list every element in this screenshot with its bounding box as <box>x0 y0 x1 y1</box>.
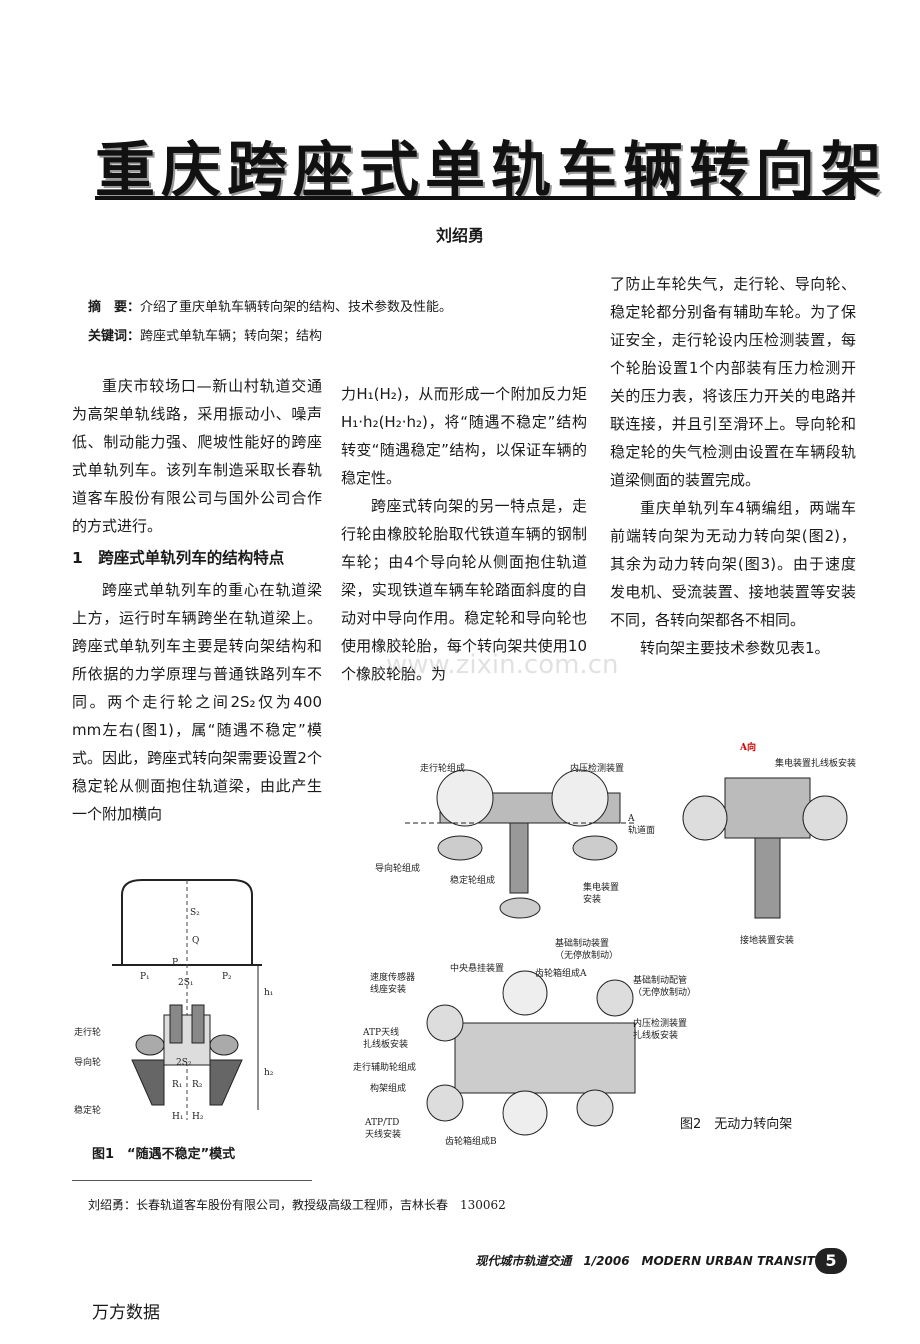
end-guide-wheel-right <box>802 795 848 841</box>
pressure-panel-label: 内压检测装置 <box>633 1017 687 1029</box>
col3-paragraph-1: 了防止车轮失气，走行轮、导向轮、稳定轮都分别备有辅助车轮。为了保证安全，走行轮设… <box>610 275 856 489</box>
P2-label: P₂ <box>222 972 232 982</box>
guide-wheel-rear <box>572 835 618 861</box>
page-number: 5 <box>815 1248 847 1274</box>
stable-wheel-label: 稳定轮组成 <box>450 874 495 886</box>
speed-sensor-label: 速度传感器 <box>370 971 415 983</box>
collector-label: 集电装置 <box>583 881 619 893</box>
walk-wheel-label: 走行轮组成 <box>420 762 465 774</box>
col2-paragraph-1: 力H₁(H₂)，从而形成一个附加反力矩H₁·h₂(H₂·h₂)，将“随遇不稳定”… <box>341 385 587 487</box>
end-view-frame <box>724 777 811 839</box>
top-guide-wheel-2 <box>426 1084 464 1122</box>
col1-paragraph-2: 跨座式单轨列车的重心在轨道梁上方，运行时车辆跨坐在轨道梁上。跨座式单轨列车主要是… <box>72 581 322 823</box>
walk-wheel-left <box>169 1004 183 1044</box>
col3-paragraph-2: 重庆单轨列车4辆编组，两端车前端转向架为无动力转向架(图2)，其余为动力转向架(… <box>610 499 856 629</box>
pressure-panel-sub-label: 扎线板安装 <box>633 1029 678 1041</box>
S2-label: S₂ <box>190 908 200 918</box>
journal-name: 现代城市轨道交通 1/2006 MODERN URBAN TRANSIT <box>475 1254 815 1268</box>
guide-wheel-right <box>209 1034 239 1056</box>
a-direction-label: A向 <box>739 741 756 753</box>
walk-wheel-rear <box>551 769 609 827</box>
brake-sub-label: （无停放制动） <box>555 949 618 961</box>
top-frame <box>454 1022 636 1094</box>
abstract-label: 摘 要： <box>88 300 141 315</box>
abstract: 摘 要：介绍了重庆单轨车辆转向架的结构、技术参数及性能。 <box>88 296 452 315</box>
col1-paragraph-1: 重庆市较场口—新山村轨道交通为高架单轨线路，采用振动小、噪声低、制动能力强、爬坡… <box>72 377 322 535</box>
paper-title: 重庆跨座式单轨车辆转向架 <box>95 136 887 206</box>
figure-1: 走行轮 导向轮 稳定轮 S₂ Q P P₁ P₂ 2S₁ 2S₂ h₁ h₂ R… <box>74 879 274 1122</box>
brake-label: 基础制动装置 <box>555 937 609 949</box>
author-footnote: 刘绍勇：长春轨道客车股份有限公司，教授级高级工程师，吉林长春 130062 <box>88 1198 506 1212</box>
end-post <box>754 837 781 919</box>
P-label: P <box>172 958 178 968</box>
stable-support-left <box>131 1059 165 1106</box>
frame-label: 构架组成 <box>370 1082 406 1094</box>
col2-paragraph-2: 跨座式转向架的另一特点是，走行轮由橡胶轮胎取代铁道车辆的钢制车轮；由4个导向轮从… <box>341 497 587 683</box>
atp-label: ATP天线 <box>362 1026 399 1038</box>
source-label: 万方数据 <box>92 1303 160 1323</box>
R2-label: R₂ <box>192 1080 203 1090</box>
abstract-text: 介绍了重庆单轨车辆转向架的结构、技术参数及性能。 <box>140 300 453 315</box>
2S1-label: 2S₁ <box>178 978 194 988</box>
keywords: 关键词：跨座式单轨车辆；转向架；结构 <box>88 325 322 344</box>
gearbox-a <box>502 970 548 1016</box>
stable-wheel <box>499 897 541 919</box>
pressure-label: 内压检测装置 <box>570 762 624 774</box>
figure-2-caption: 图2 无动力转向架 <box>680 1117 793 1132</box>
brake-pipe-label: 基础制动配管 <box>633 974 687 986</box>
section-heading-1: 1 跨座式单轨列车的结构特点 <box>72 549 285 567</box>
col3-paragraph-3: 转向架主要技术参数见表1。 <box>640 639 830 657</box>
guide-wheel-left <box>135 1034 165 1056</box>
keywords-label: 关键词： <box>88 329 141 344</box>
top-guide-wheel-1 <box>426 1004 464 1042</box>
guide-wheel-front <box>437 835 483 861</box>
rail-face-label: 轨道面 <box>628 824 655 836</box>
end-guide-wheel-left <box>682 795 728 841</box>
h1-label: h₁ <box>264 988 273 998</box>
atp-td-sub-label: 天线安装 <box>365 1128 401 1140</box>
column-2: 力H₁(H₂)，从而形成一个附加反力矩H₁·h₂(H₂·h₂)，将“随遇不稳定”… <box>341 380 587 688</box>
guide-wheel-label: 导向轮 <box>74 1056 101 1068</box>
walk-wheel-right <box>191 1004 205 1044</box>
walk-wheel-label: 走行轮 <box>74 1026 101 1038</box>
speed-sensor-sub-label: 线座安装 <box>370 983 406 995</box>
gearbox-b-label: 齿轮箱组成B <box>445 1135 497 1147</box>
atp-td-label: ATP/TD <box>364 1118 399 1128</box>
brake-pipe-sub-label: （无停放制动） <box>633 986 696 998</box>
watermark: www.zixin.com.cn <box>386 650 619 680</box>
top-guide-wheel-3 <box>596 979 634 1017</box>
stable-support-right <box>209 1059 243 1106</box>
collector-install-label: 安装 <box>583 893 601 905</box>
2S2-label: 2S₂ <box>176 1058 192 1068</box>
figure-1-caption: 图1 “随遇不稳定”模式 <box>92 1147 236 1162</box>
center-suspension-label: 中央悬挂装置 <box>450 962 504 974</box>
gearbox-a-label: 齿轮箱组成A <box>535 967 587 979</box>
ground-label: 接地装置安装 <box>740 934 794 946</box>
R1-label: R₁ <box>172 1080 182 1090</box>
center-post <box>509 822 529 894</box>
Q-label: Q <box>192 936 199 946</box>
h2-label: h₂ <box>264 1068 274 1078</box>
a-mark: A <box>627 814 635 824</box>
top-guide-wheel-4 <box>576 1089 614 1127</box>
figure-2: 走行轮组成 内压检测装置 A 轨道面 导向轮组成 稳定轮组成 集电装置 安装 A… <box>353 741 856 1147</box>
stable-wheel-label: 稳定轮 <box>74 1104 101 1116</box>
keywords-text: 跨座式单轨车辆；转向架；结构 <box>140 329 323 344</box>
title-rule <box>95 196 855 200</box>
P1-label: P₁ <box>140 972 150 982</box>
author-name: 刘绍勇 <box>435 226 484 245</box>
H1-label: H₁ <box>172 1112 183 1122</box>
walk-wheel-front <box>436 769 494 827</box>
gearbox-b <box>502 1090 548 1136</box>
column-3: 了防止车轮失气，走行轮、导向轮、稳定轮都分别备有辅助车轮。为了保证安全，走行轮设… <box>610 270 856 662</box>
collector-panel-label: 集电装置扎线板安装 <box>775 757 856 769</box>
aux-walk-label: 走行辅助轮组成 <box>353 1061 416 1073</box>
guide-wheel-label: 导向轮组成 <box>375 862 420 874</box>
column-1: 重庆市较场口—新山村轨道交通为高架单轨线路，采用振动小、噪声低、制动能力强、爬坡… <box>72 372 322 828</box>
H2-label: H₂ <box>192 1112 204 1122</box>
footnote-rule <box>72 1180 312 1181</box>
atp-sub-label: 扎线板安装 <box>363 1038 408 1050</box>
